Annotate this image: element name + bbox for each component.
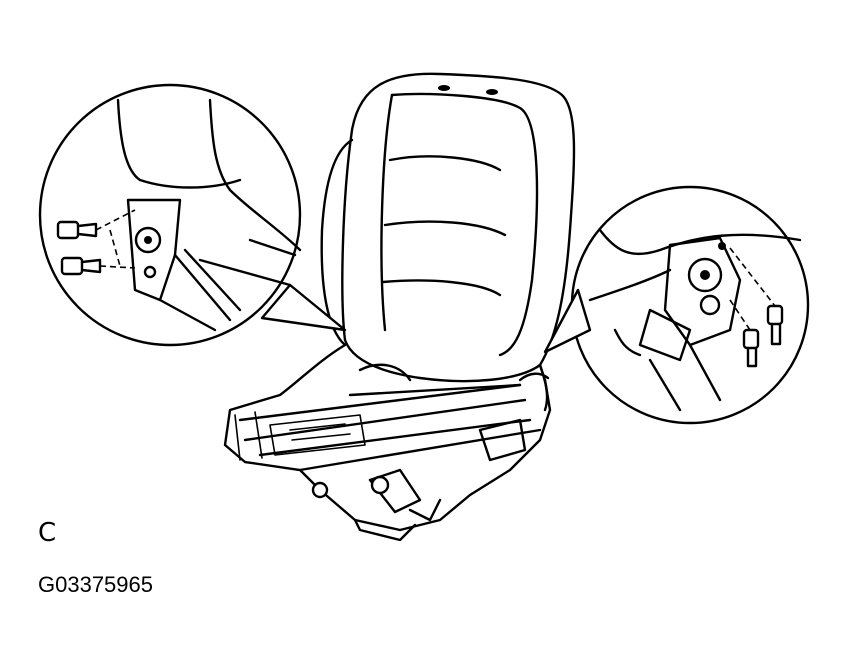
figure-id: G03375965 bbox=[38, 572, 153, 597]
seat-assembly-icon bbox=[223, 72, 576, 542]
bolt-icon bbox=[742, 328, 760, 368]
right-recliner-detail-icon bbox=[543, 185, 810, 425]
left-recliner-detail-icon bbox=[38, 83, 347, 347]
bolt-icon bbox=[766, 304, 784, 346]
view-label: C bbox=[38, 518, 57, 548]
seatback-outline bbox=[341, 72, 576, 383]
